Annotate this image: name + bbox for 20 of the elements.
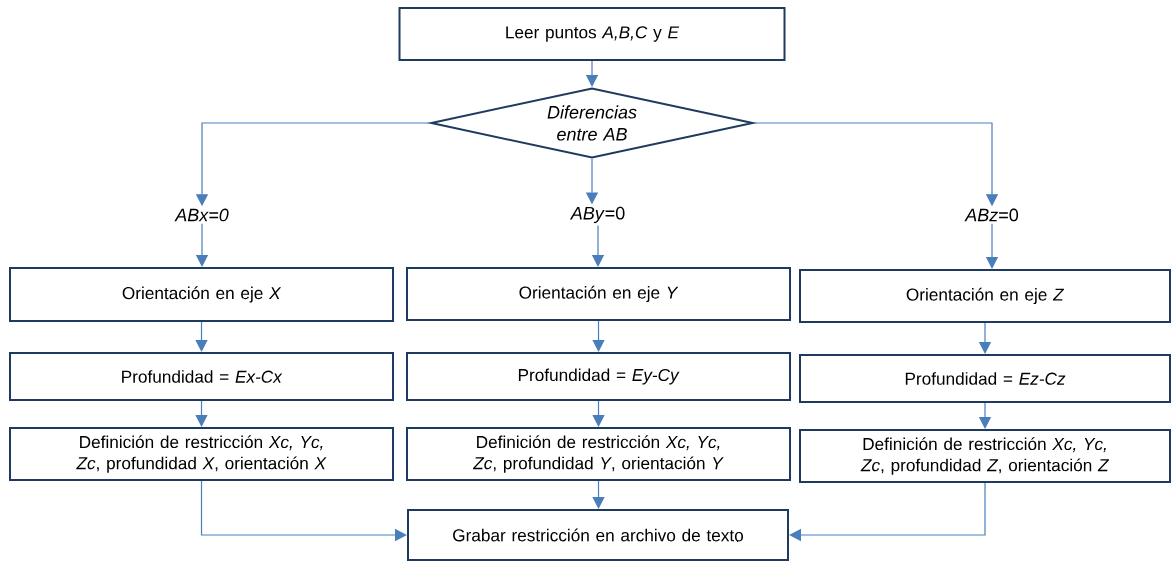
process-box: Profundidad = Ex-Cx	[9, 352, 394, 401]
arrow	[195, 400, 208, 427]
condition-label: ABy=0	[569, 206, 625, 224]
process-box: Grabar restricción en archivo de texto	[407, 509, 789, 561]
process-box: Orientación en eje Z	[799, 269, 1171, 323]
condition-label: ABx=0	[174, 208, 229, 222]
process-box: Orientación en eje X	[9, 267, 394, 322]
arrow	[789, 482, 986, 542]
process-box: Definición de restricción Xc, Yc, Zc, profundidad X, orientación X	[9, 427, 394, 481]
process-box: Definición de restricción Xc, Yc, Zc, profundidad Z, orientación Z	[799, 429, 1171, 483]
arrow	[195, 321, 208, 352]
process-box: Profundidad = Ey-Cy	[406, 352, 791, 401]
arrow	[592, 400, 605, 427]
arrow	[592, 320, 605, 352]
process-box: Orientación en eje Y	[406, 267, 791, 321]
process-box: Leer puntos A,B,C y E	[398, 7, 786, 61]
condition-label: ABz=0	[964, 208, 1019, 222]
arrow	[592, 480, 605, 509]
process-box: Definición de restricción Xc, Yc, Zc, profundidad Y, orientación Y	[406, 427, 791, 481]
process-box: Profundidad = Ez-Cz	[799, 354, 1171, 403]
